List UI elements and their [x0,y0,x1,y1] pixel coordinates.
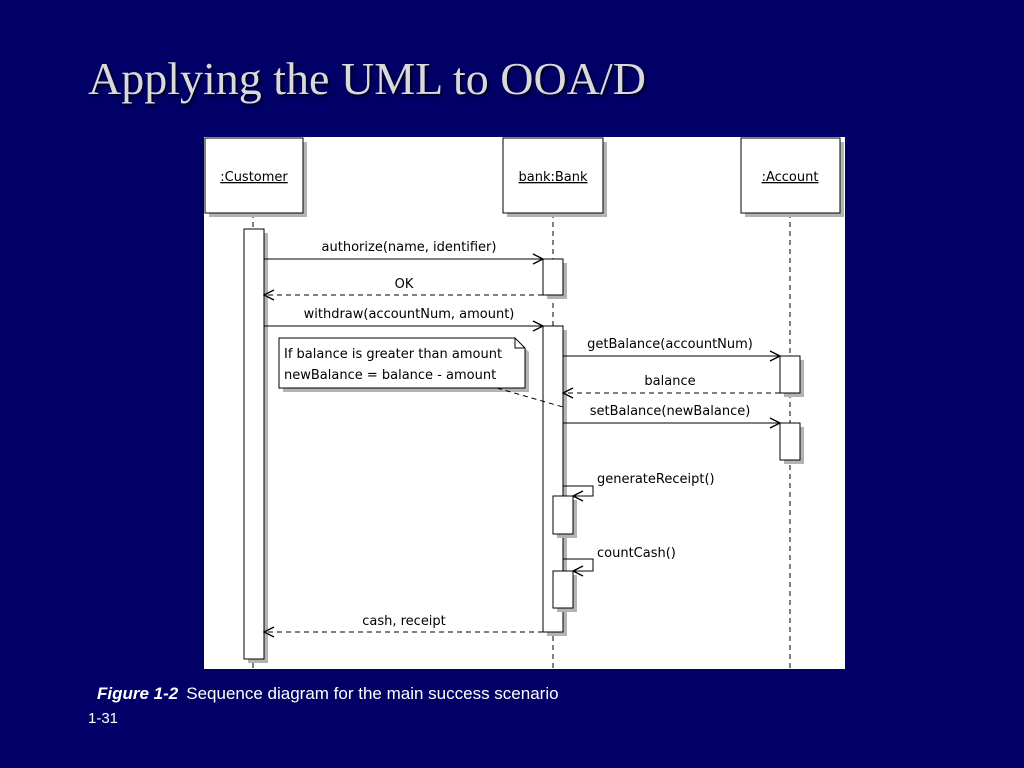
figure-caption-text: Sequence diagram for the main success sc… [186,684,559,703]
bank-activation-withdraw [542,325,564,633]
balance-note: If balance is greater than amount newBal… [278,337,529,392]
get-balance-message-label: getBalance(accountNum) [587,337,753,352]
note-line-2: newBalance = balance - amount [284,368,496,383]
count-cash-message-label: countCash() [597,546,676,561]
cash-receipt-return-label: cash, receipt [362,614,446,629]
count-cash-self-call-arrow [563,558,594,571]
customer-lifeline-head: :Customer [204,137,307,217]
diagram-background [204,137,845,669]
customer-activation-bar [243,228,265,660]
authorize-message-label: authorize(name, identifier) [322,240,497,255]
account-activation-get-balance [779,355,801,394]
bank-lifeline-head: bank:Bank [502,137,607,217]
note-line-1: If balance is greater than amount [284,347,502,362]
generate-receipt-message-label: generateReceipt() [597,472,715,487]
sequence-diagram: :Customer bank:Bank :Account authorize [204,137,845,669]
account-lifeline-label: :Account [762,170,819,185]
bank-lifeline-label: bank:Bank [518,170,587,185]
account-lifeline-head: :Account [740,137,844,217]
bank-activation-generate-receipt [552,495,574,535]
figure-label: Figure 1-2 [97,684,179,703]
generate-receipt-self-call-arrow [563,485,594,496]
withdraw-message-label: withdraw(accountNum, amount) [304,307,515,322]
account-activation-set-balance [779,422,801,461]
balance-return-label: balance [644,374,695,389]
set-balance-message-label: setBalance(newBalance) [590,404,751,419]
slide-title: Applying the UML to OOA/D [88,53,646,104]
note-connector [496,387,564,408]
page-number: 1-31 [88,710,119,727]
ok-return-label: OK [395,277,414,292]
figure-caption: Figure 1-2 Sequence diagram for the main … [97,684,559,704]
customer-lifeline-label: :Customer [220,170,288,185]
bank-activation-count-cash [552,570,574,609]
bank-activation-authorize [542,258,564,296]
